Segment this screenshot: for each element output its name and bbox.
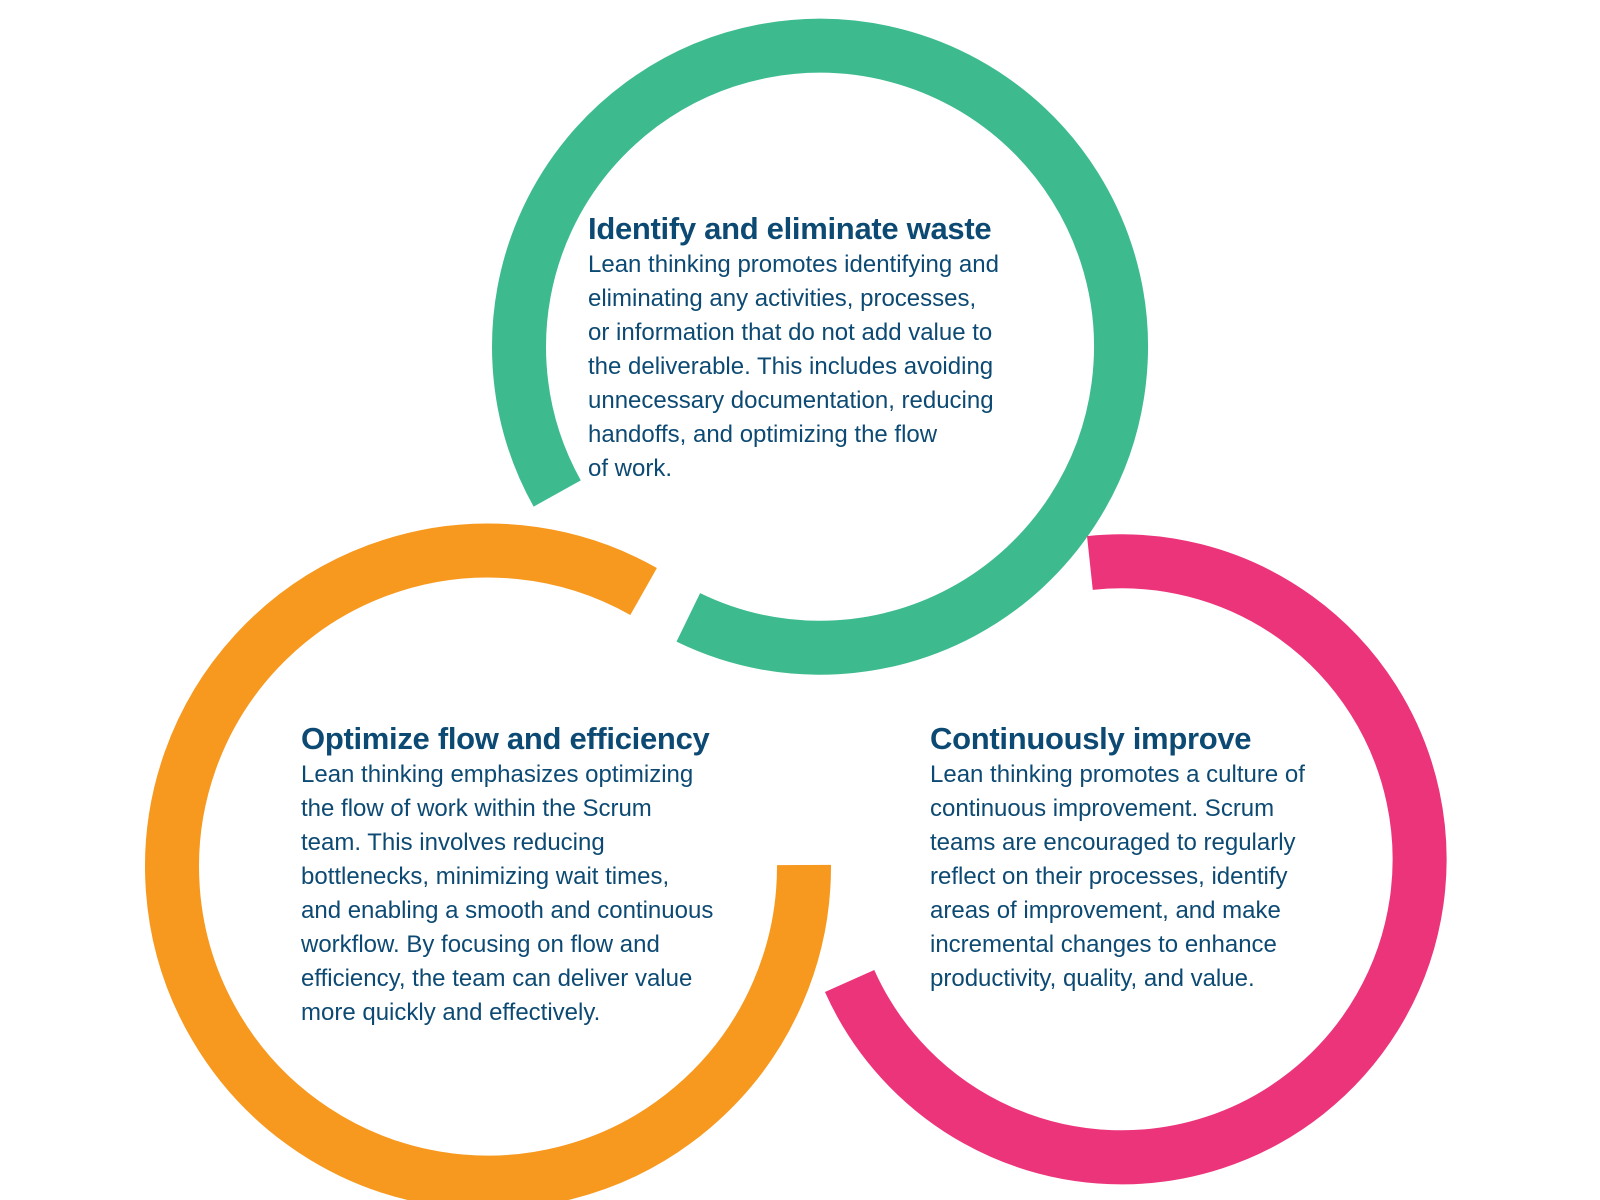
waste-title: Identify and eliminate waste: [588, 211, 992, 246]
improve-ring-arc: [824, 534, 1447, 1185]
flow-title: Optimize flow and efficiency: [301, 721, 710, 756]
waste-line: or information that do not add value to: [588, 319, 993, 346]
flow-line: Lean thinking emphasizes optimizing: [301, 761, 694, 788]
improve-line: Lean thinking promotes a culture of: [930, 761, 1305, 788]
flow-description: Lean thinking emphasizes optimizing the …: [301, 758, 756, 1030]
waste-line: the deliverable. This includes avoiding: [588, 353, 994, 380]
improve-line: continuous improvement. Scrum: [930, 795, 1275, 822]
flow-line: efficiency, the team can deliver value: [301, 965, 693, 992]
waste-description: Lean thinking promotes identifying and e…: [588, 248, 1048, 486]
waste-ring-content: Identify and eliminate waste Lean thinki…: [588, 210, 1048, 486]
flow-line: bottlenecks, minimizing wait times,: [301, 863, 670, 890]
flow-line: workflow. By focusing on flow and: [301, 931, 660, 958]
improve-line: productivity, quality, and value.: [930, 965, 1255, 992]
waste-ring-arc: [492, 18, 1148, 675]
flow-ring-arc: [145, 523, 832, 1200]
improve-line: reflect on their processes, identify: [930, 863, 1288, 890]
flow-ring-content: Optimize flow and efficiency Lean thinki…: [301, 720, 756, 1030]
waste-line: Lean thinking promotes identifying and: [588, 251, 999, 278]
flow-line: more quickly and effectively.: [301, 999, 601, 1026]
waste-line: handoffs, and optimizing the flow: [588, 421, 938, 448]
improve-line: teams are encouraged to regularly: [930, 829, 1296, 856]
improve-title: Continuously improve: [930, 721, 1252, 756]
waste-line: eliminating any activities, processes,: [588, 285, 977, 312]
waste-line: of work.: [588, 455, 673, 482]
waste-line: unnecessary documentation, reducing: [588, 387, 994, 414]
flow-line: the flow of work within the Scrum: [301, 795, 652, 822]
improve-description: Lean thinking promotes a culture of cont…: [930, 758, 1350, 996]
flow-line: team. This involves reducing: [301, 829, 605, 856]
improve-line: areas of improvement, and make: [930, 897, 1281, 924]
flow-line: and enabling a smooth and continuous: [301, 897, 714, 924]
improve-line: incremental changes to enhance: [930, 931, 1277, 958]
improve-ring-content: Continuously improve Lean thinking promo…: [930, 720, 1350, 996]
